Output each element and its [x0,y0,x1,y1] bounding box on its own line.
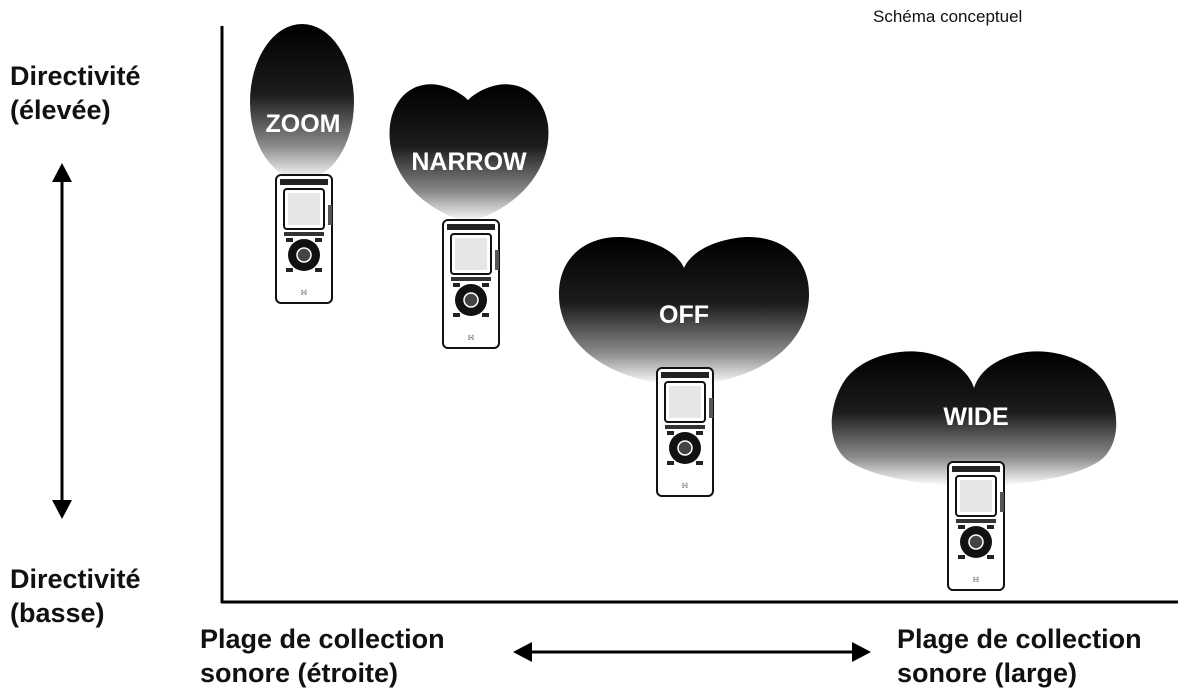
y-axis-top-label: Directivité (élevée) [10,59,141,127]
narrow-mode: NARROW [389,84,549,349]
off-mode: OFF [558,237,810,497]
zoom-label: ZOOM [266,110,341,138]
narrow-label: NARROW [411,148,527,176]
wide-recorder-icon [947,461,1005,591]
x-axis-left-label: Plage de collection sonore (étroite) [200,622,445,690]
wide-label: WIDE [943,403,1008,431]
x-axis-right-label-line2: sonore (large) [897,658,1078,688]
y-axis-bottom-label-line2: (basse) [10,598,105,628]
wide-mode: WIDE [831,351,1117,591]
y-axis-top-label-line2: (élevée) [10,95,111,125]
off-recorder-icon [656,367,714,497]
y-axis-bottom-label: Directivité (basse) [10,562,141,630]
horizontal-double-arrow [513,642,871,662]
y-axis-bottom-label-line1: Directivité [10,564,141,594]
x-axis-left-label-line1: Plage de collection [200,624,445,654]
x-axis-right-label: Plage de collection sonore (large) [897,622,1142,690]
zoom-mode: ZOOM [250,24,354,304]
narrow-recorder-icon [442,219,500,349]
x-axis-right-label-line1: Plage de collection [897,624,1142,654]
zoom-pickup-lobe [250,24,354,180]
zoom-recorder-icon [275,174,333,304]
y-axis-top-label-line1: Directivité [10,61,141,91]
vertical-double-arrow [52,163,72,519]
off-pickup-lobe [558,237,810,385]
narrow-pickup-lobe [389,84,549,222]
off-label: OFF [659,301,709,329]
wide-pickup-lobe [831,351,1117,486]
x-axis-left-label-line2: sonore (étroite) [200,658,399,688]
diagram-caption: Schéma conceptuel [873,7,1023,26]
